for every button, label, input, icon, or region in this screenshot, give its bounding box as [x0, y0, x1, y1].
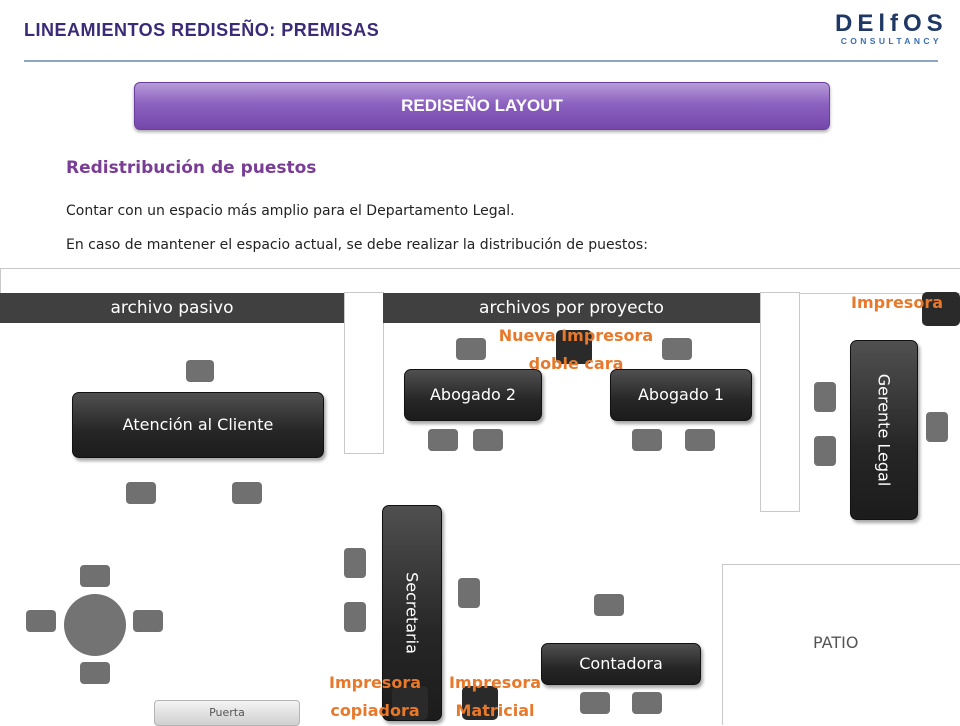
logo-tagline: CONSULTANCY: [840, 36, 942, 46]
chair: [580, 692, 610, 714]
paragraph-line-2: En caso de mantener el espacio actual, s…: [66, 237, 648, 253]
desk-secretaria-label: Secretaria: [402, 572, 422, 654]
desk-gerente-legal-label: Gerente Legal: [874, 373, 894, 487]
chair: [814, 436, 836, 466]
desk-abogado-2: Abogado 2: [404, 369, 542, 421]
archivo-pasivo-bar: archivo pasivo: [0, 293, 344, 323]
printer-impresora: [922, 292, 960, 326]
chair: [232, 482, 262, 504]
printer-matricial-label-line1: Impresora: [448, 673, 542, 692]
section-banner: REDISEÑO LAYOUT: [134, 82, 830, 130]
chair: [662, 338, 692, 360]
section-heading: Redistribución de puestos: [66, 158, 317, 178]
printer-copiadora: [392, 686, 428, 720]
round-meeting-table: [64, 594, 126, 656]
printer-nueva: [556, 330, 592, 364]
chair: [26, 610, 56, 632]
chair: [814, 382, 836, 412]
printer-nueva-label-line2: doble cara: [528, 354, 624, 373]
chair: [685, 429, 715, 451]
partition-wall-2: [760, 292, 800, 512]
chair: [80, 662, 110, 684]
header-divider: [24, 60, 938, 62]
printer-nueva-label-line1: Nueva Impresora: [498, 326, 654, 345]
chair: [632, 692, 662, 714]
chair: [186, 360, 214, 382]
chair: [458, 578, 480, 608]
chair: [926, 412, 948, 442]
partition-wall-1: [344, 292, 384, 454]
chair: [594, 594, 624, 616]
chair: [126, 482, 156, 504]
desk-gerente-legal: Gerente Legal: [850, 340, 918, 520]
logo-wordmark: DElfOS: [835, 10, 948, 37]
chair: [344, 548, 366, 578]
chair: [632, 429, 662, 451]
desk-secretaria: Secretaria: [382, 505, 442, 721]
chair: [428, 429, 458, 451]
top-wall: [0, 268, 960, 294]
door: Puerta: [154, 700, 300, 726]
printer-copiadora-label-line2: copiadora: [330, 701, 420, 720]
patio-label: PATIO: [813, 633, 859, 652]
chair: [473, 429, 503, 451]
company-logo: DElfOS CONSULTANCY: [835, 12, 948, 47]
printer-matricial: [462, 686, 498, 720]
chair: [133, 610, 163, 632]
printer-copiadora-label-line1: Impresora: [328, 673, 422, 692]
chair: [456, 338, 486, 360]
printer-matricial-label-line2: Matricial: [455, 701, 535, 720]
desk-contadora: Contadora: [541, 643, 701, 685]
archivos-proyecto-bar: archivos por proyecto: [383, 293, 760, 323]
patio-area: PATIO: [722, 564, 960, 725]
chair: [344, 602, 366, 632]
printer-impresora-label: Impresora: [850, 293, 944, 312]
page-title: LINEAMIENTOS REDISEÑO: PREMISAS: [24, 20, 380, 40]
chair: [80, 565, 110, 587]
desk-atencion-cliente: Atención al Cliente: [72, 392, 324, 458]
desk-abogado-1: Abogado 1: [610, 369, 752, 421]
paragraph-line-1: Contar con un espacio más amplio para el…: [66, 203, 515, 219]
